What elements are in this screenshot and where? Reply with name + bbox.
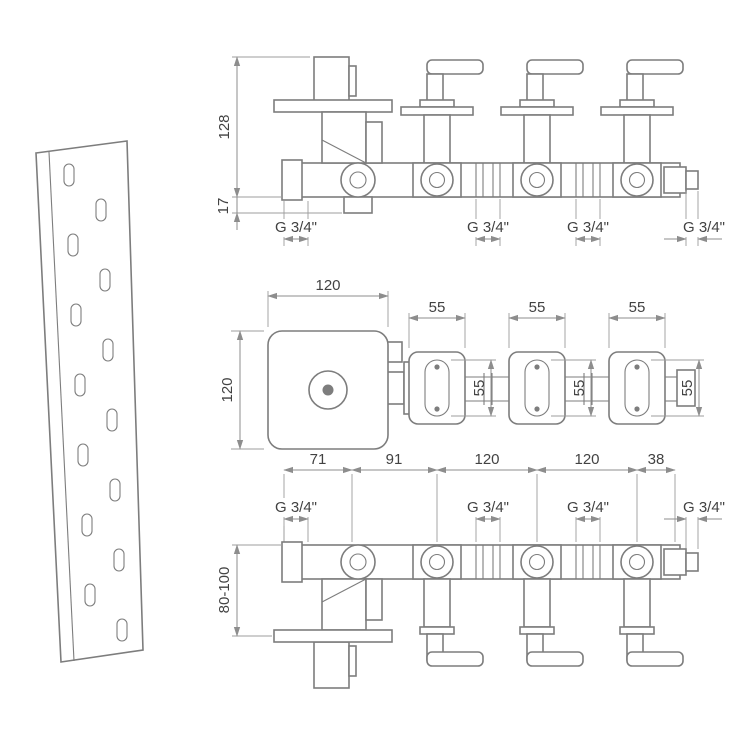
valve-depth-label-1: 55 (471, 380, 488, 397)
depth-range-label: 80-100 (216, 567, 233, 614)
front-height-dimensions: 128 17 (215, 56, 342, 230)
bottom-thread-label-2: G 3/4" (467, 499, 509, 516)
spacing-label-1: 71 (310, 451, 327, 468)
front-thread-label-2: G 3/4" (467, 219, 509, 236)
depth-range-dimension: 80-100 (216, 544, 282, 637)
valve-width-label-2: 55 (529, 299, 546, 316)
valve-depth-label-2: 55 (571, 380, 588, 397)
thermostat-unit-bottom (273, 544, 393, 689)
valve-depth-label-3: 55 (679, 380, 696, 397)
bottom-view: 71 91 120 120 38 G 3/4" G 3/4" G 3/4" G … (216, 451, 725, 689)
spacing-label-3: 120 (474, 451, 499, 468)
valve-unit-plan-1 (408, 351, 466, 425)
valve-width-label-1: 55 (429, 299, 446, 316)
front-thread-dimensions: G 3/4" G 3/4" G 3/4" G 3/4" (275, 191, 725, 246)
bottom-thread-dimensions: G 3/4" G 3/4" G 3/4" G 3/4" (275, 499, 725, 549)
plan-valve-width-dimensions: 55 55 55 (408, 299, 666, 348)
spacing-label-2: 91 (386, 451, 403, 468)
front-thread-label-1: G 3/4" (275, 219, 317, 236)
mounting-rail (35, 140, 144, 663)
dim-width-label: 120 (315, 277, 340, 294)
bottom-thread-label-4: G 3/4" (683, 499, 725, 516)
dim-height-label: 128 (216, 114, 233, 139)
front-view: 128 17 G 3/4" G 3/4" G 3/4" G 3/4" (215, 56, 725, 246)
valve-unit-plan-2 (508, 351, 566, 425)
valve-unit-plan-3 (608, 351, 666, 425)
spacing-label-5: 38 (648, 451, 665, 468)
dim-depth-label: 120 (219, 377, 236, 402)
plan-view: 120 120 55 55 55 55 (219, 277, 704, 450)
spacing-label-4: 120 (574, 451, 599, 468)
bottom-spacing-dimensions: 71 91 120 120 38 (283, 451, 676, 542)
front-thread-label-3: G 3/4" (567, 219, 609, 236)
front-thread-label-4: G 3/4" (683, 219, 725, 236)
plan-plate-dimensions: 120 120 (219, 277, 389, 450)
bottom-thread-label-1: G 3/4" (275, 499, 317, 516)
thermostat-unit-front (273, 56, 393, 214)
bottom-thread-label-3: G 3/4" (567, 499, 609, 516)
plan-valve-depth-dimensions: 55 55 55 (451, 359, 704, 417)
dim-offset-label: 17 (215, 198, 232, 215)
valve-width-label-3: 55 (629, 299, 646, 316)
